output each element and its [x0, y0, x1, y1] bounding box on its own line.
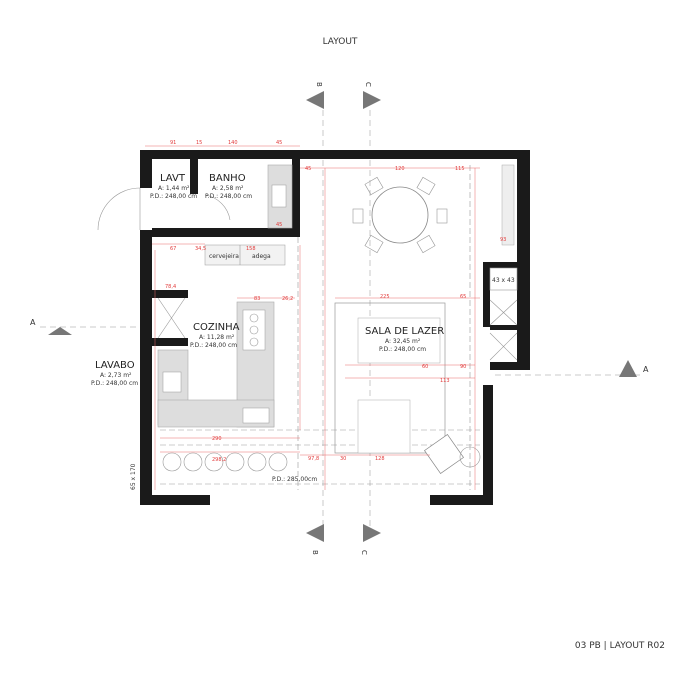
section-c-bottom-arrow: [363, 524, 381, 542]
walls: [140, 150, 530, 505]
bar-stools: [162, 452, 288, 472]
dimension-label: P.D.: 248,00 cm: [91, 380, 138, 387]
dimension-label: A: 32,45 m²: [385, 338, 421, 345]
dimension-label: P.D.: 248,00 cm: [379, 346, 426, 353]
dimension-label: 158: [246, 246, 256, 252]
section-a-right-label: A: [643, 365, 649, 374]
sofa: [334, 302, 446, 454]
section-c-top-arrow: [363, 91, 381, 109]
dimension-label: 45: [276, 222, 282, 228]
bathroom-door-swing[interactable]: [204, 194, 231, 221]
dimension-label: A: 11,28 m²: [199, 334, 235, 341]
dining-table: [352, 176, 448, 254]
section-c-top-label: C: [364, 82, 372, 87]
room-sala-de-lazer: SALA DE LAZER A: 32,45 m² P.D.: 248,00 c…: [365, 326, 444, 353]
dimension-label: P.D.: 248,00 cm: [205, 193, 252, 200]
sink: [242, 407, 270, 424]
dimension-label: 128: [375, 456, 385, 462]
dimension-label: 113: [440, 378, 450, 384]
dimension-label: LAVABO: [95, 360, 135, 371]
dimension-label: 90: [460, 364, 466, 370]
dimension-label: 83: [254, 296, 260, 302]
dimension-label: 67: [170, 246, 176, 252]
armchair: [424, 434, 464, 474]
room-cozinha: COZINHA A: 11,28 m² P.D.: 248,00 cm: [190, 322, 240, 349]
dimension-label: A: 2,58 m²: [212, 185, 244, 192]
dimension-label: 93: [500, 237, 506, 243]
room-lavabo: LAVABO A: 2,73 m² P.D.: 248,00 cm: [91, 360, 138, 387]
dimension-label: 115: [455, 166, 465, 172]
section-b-top-arrow: [306, 91, 324, 109]
dimension-label: 60: [422, 364, 428, 370]
dimension-label: 30: [340, 456, 346, 462]
side-table: [459, 446, 481, 468]
cervejeira-label: cervejeira: [209, 253, 239, 260]
dimension-label: A: 1,44 m²: [158, 185, 190, 192]
dimension-labels: 91 15 140 45 67 34,5 158 45 78,4 83 26,2…: [165, 140, 506, 463]
dimension-label: SALA DE LAZER: [365, 326, 444, 337]
section-b-top-label: B: [315, 82, 323, 87]
appliance-cabinet: [204, 244, 286, 266]
adega-label: adega: [252, 253, 271, 260]
dimension-label: 91: [170, 140, 176, 146]
dimension-label: 97,8: [308, 456, 319, 462]
room-banho: BANHO A: 2,58 m² P.D.: 248,00 cm: [205, 173, 252, 200]
dimension-label: 225: [380, 294, 390, 300]
sideboard: [501, 164, 515, 246]
dimension-label: 78,4: [165, 284, 176, 290]
dimension-lines: [145, 145, 480, 490]
page-title: LAYOUT: [323, 37, 358, 47]
dimension-label: 140: [228, 140, 238, 146]
lavabo-sink: [162, 371, 182, 393]
dimension-label: 15: [196, 140, 202, 146]
dimension-label: 65: [460, 294, 466, 300]
dimension-label: 298,2: [212, 457, 226, 463]
section-c-bottom-label: C: [360, 550, 368, 555]
window-size-label: 65 x 170: [130, 463, 137, 490]
room-lavt: LAVT A: 1,44 m² P.D.: 248,00 cm: [150, 173, 197, 200]
dimension-label: 26,2: [282, 296, 293, 302]
cooktop: [242, 309, 266, 351]
dimension-label: A: 2,73 m²: [100, 372, 132, 379]
dimension-label: BANHO: [209, 173, 246, 184]
dimension-label: 120: [395, 166, 405, 172]
section-b-bottom-label: B: [311, 550, 319, 555]
dimension-label: P.D.: 248,00 cm: [150, 193, 197, 200]
section-a-left-label: A: [30, 318, 36, 327]
dimension-label: P.D.: 248,00 cm: [190, 342, 237, 349]
dimension-label: 45: [305, 166, 311, 172]
section-markers: B C B C A A: [30, 82, 649, 555]
entry-door-swing[interactable]: [97, 187, 141, 231]
dimension-label: LAVT: [160, 173, 186, 184]
section-a-left-arrow: [48, 327, 72, 335]
dimension-label: 290: [212, 436, 222, 442]
section-b-bottom-arrow: [306, 524, 324, 542]
shaft-label: 43 x 43: [492, 277, 515, 284]
dimension-label: COZINHA: [193, 322, 240, 333]
dimension-label: 34,5: [195, 246, 206, 252]
sheet-footer: 03 PB | LAYOUT R02: [575, 641, 665, 651]
section-a-right-arrow: [619, 360, 637, 377]
ceiling-height-label: P.D.: 285,00cm: [272, 476, 317, 483]
dimension-label: 45: [276, 140, 282, 146]
